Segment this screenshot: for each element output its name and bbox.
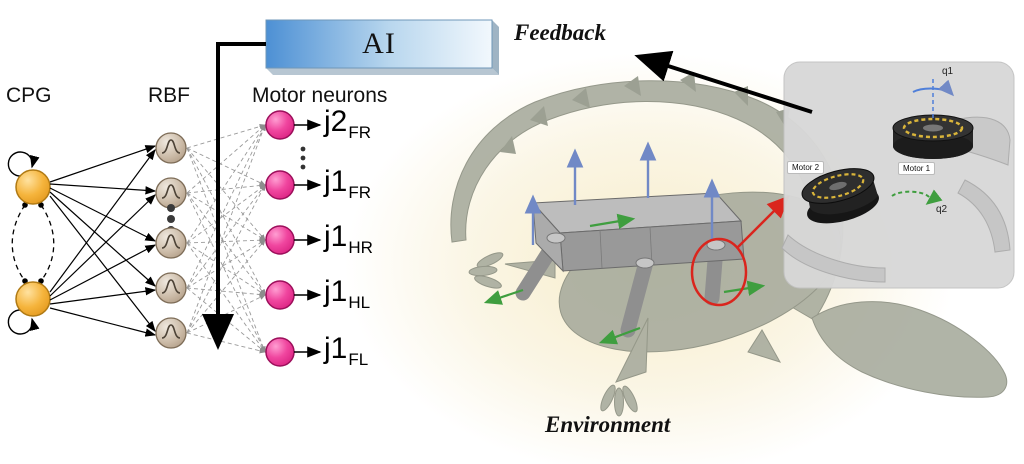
feedback-arrow: [634, 50, 813, 114]
motor-neuron: [265, 337, 295, 367]
motor-neuron: [265, 170, 295, 200]
zoom-callout-arrow: [736, 195, 790, 249]
motor-neuron: [265, 280, 295, 310]
q1-rotation-arrow: [912, 79, 955, 97]
ai-box: [265, 19, 499, 75]
cpg-self-loop-top: [7, 151, 40, 177]
q2-label: q2: [936, 204, 948, 215]
rbf-neuron: [155, 177, 187, 209]
motor-inset-panel: [781, 61, 1015, 289]
ai-output-line: [202, 42, 266, 350]
feedback-label: Feedback: [514, 20, 606, 45]
rbf-neurons: [155, 132, 187, 349]
joint-label-j1hr: j1HR: [324, 220, 373, 257]
motor2-label: Motor 2: [787, 161, 825, 174]
rbf-neuron: [155, 317, 187, 349]
motor-neuron: [265, 110, 295, 140]
joint-label-j1hl: j1HL: [324, 275, 371, 312]
cpg-neurons: [7, 151, 55, 335]
cpg-mutual-left: [11, 204, 26, 282]
cpg-neuron-top: [15, 169, 51, 205]
joint-axis-arrows-blue: [524, 141, 721, 245]
motor1-render: [892, 78, 974, 159]
joint-label-j1fr: j1FR: [324, 165, 372, 202]
rbf-neuron: [155, 227, 187, 259]
motor-ellipsis-dots: [300, 146, 306, 170]
cpg-to-rbf-connections: [49, 145, 157, 337]
cpg-label: CPG: [6, 84, 52, 107]
motor2-render: [801, 168, 943, 224]
joint-label-j2fr: j2FR: [324, 105, 372, 142]
joint-label-j1fl: j1FL: [324, 332, 369, 369]
q2-rotation-arrow: [891, 189, 943, 205]
motor-neurons-label: Motor neurons: [252, 84, 388, 107]
cpg-self-loop-bottom: [7, 309, 40, 335]
robot-model: [483, 141, 766, 345]
motor-neuron: [265, 225, 295, 255]
joint-axis-arrows-green: [483, 213, 766, 345]
environment-label: Environment: [545, 412, 671, 437]
motor-output-arrows: [294, 119, 322, 358]
rbf-label: RBF: [148, 84, 190, 107]
cpg-mutual-right: [40, 204, 55, 282]
ai-box-label: AI: [362, 27, 396, 60]
rbf-neuron: [155, 132, 187, 164]
motor1-label: Motor 1: [898, 162, 936, 175]
cpg-neuron-bottom: [15, 281, 51, 317]
rbf-neuron: [155, 272, 187, 304]
q1-label: q1: [942, 66, 954, 77]
rbf-to-motor-connections: [186, 123, 266, 354]
joint-highlight-circle: [690, 237, 748, 307]
motor-neurons: [265, 110, 306, 367]
